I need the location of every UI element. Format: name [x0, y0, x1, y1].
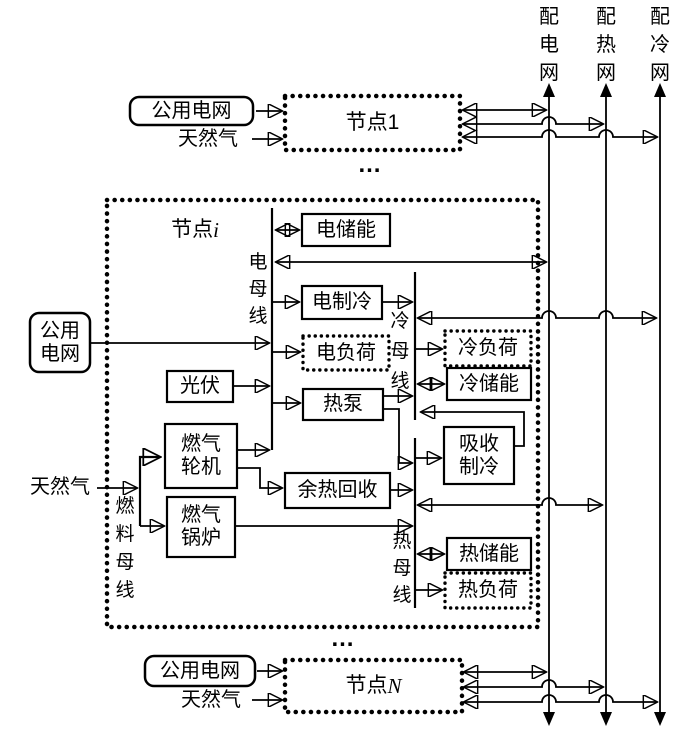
node-i-graphics — [28, 197, 656, 630]
heat-pump-heat-out — [383, 408, 412, 463]
gas-boiler-text: 燃气锅炉 — [181, 504, 221, 549]
heat-bus-grid-exchange — [418, 497, 602, 505]
electric-load-box — [301, 334, 391, 372]
cooling-load-label: 冷负荷 — [458, 337, 518, 359]
electric-bus-label: 电母线 — [248, 252, 268, 327]
heat-grid-label: 配热网 — [596, 6, 616, 84]
cooling-bus-label: 冷母线 — [390, 311, 410, 392]
gas-turbine-box — [163, 422, 239, 490]
node-i-title-var: i — [213, 217, 219, 242]
heat-pump-box — [301, 387, 385, 422]
cooling-grid-down-arrow — [654, 712, 666, 726]
gas-boiler-box — [165, 495, 237, 559]
fuel-bus-line — [138, 457, 160, 526]
node-N-gas-source-label: 天然气 — [181, 688, 241, 711]
gas-boiler-label: 燃气锅炉 — [167, 497, 235, 557]
electric-storage-box — [300, 212, 392, 248]
electric-load-label: 电负荷 — [316, 341, 376, 364]
absorption-chiller-out — [421, 412, 525, 447]
cooling-storage-label: 冷储能 — [459, 372, 519, 395]
cooling-bus-grid-exchange — [418, 310, 656, 318]
absorption-chiller-label: 吸收制冷 — [444, 427, 514, 484]
heat-load-label: 热负荷 — [458, 579, 518, 601]
cooling-grid-up-arrow — [654, 83, 666, 97]
pv-label: 光伏 — [180, 375, 220, 397]
waste-heat-recovery-label: 余热回收 — [297, 479, 378, 501]
heat-storage-label: 热储能 — [459, 542, 519, 565]
cooling-storage-box — [445, 366, 533, 402]
node-1-title: 节点1 — [345, 110, 400, 134]
node-1-gas-source-label: 天然气 — [178, 127, 238, 150]
gas-turbine-text: 燃气轮机 — [181, 433, 221, 478]
ellipsis-top: … — [357, 151, 383, 179]
node-1-box — [282, 93, 463, 153]
gas-turbine-waste-heat-out — [237, 467, 282, 488]
node-N-title-prefix: 节点 — [345, 673, 388, 697]
node-1-heat-exchange — [463, 116, 603, 124]
node-N-grid-source-label: 公用电网 — [160, 659, 240, 682]
node-N-grid-source-box — [143, 654, 257, 688]
power-grid-down-arrow — [543, 712, 555, 726]
node-i-gas-source-label: 天然气 — [30, 475, 90, 498]
electric-storage-label: 电储能 — [316, 218, 376, 241]
node-i-grid-source-text: 公用电网 — [40, 319, 80, 365]
node-N-graphics — [143, 654, 657, 715]
power-grid-up-arrow — [543, 83, 555, 97]
node-1-cooling-exchange — [463, 129, 657, 137]
node-1-grid-source-label: 公用电网 — [151, 99, 232, 122]
node-i-title-prefix: 节点 — [171, 217, 214, 241]
node-N-cooling-exchange — [464, 694, 657, 702]
node-N-heat-exchange — [464, 679, 603, 687]
node-N-box — [282, 657, 465, 715]
ellipsis-bottom: … — [330, 625, 356, 653]
electric-chiller-label: 电制冷 — [312, 291, 372, 313]
node-i-grid-source-label: 公用电网 — [30, 313, 90, 372]
fuel-bus-label: 燃料母线 — [115, 496, 135, 601]
distribution-network-lines — [543, 83, 666, 726]
node-1-grid-source-box — [128, 95, 255, 127]
cooling-grid-label: 配冷网 — [650, 6, 670, 84]
heat-bus-label: 热母线 — [392, 531, 412, 606]
heat-grid-up-arrow — [600, 83, 612, 97]
heat-grid-down-arrow — [600, 712, 612, 726]
node-1-graphics — [128, 93, 657, 153]
cooling-load-box — [443, 329, 533, 368]
node-N-title-var: N — [387, 673, 402, 698]
heat-storage-box — [445, 536, 533, 572]
gas-turbine-label: 燃气轮机 — [165, 424, 237, 488]
heat-pump-label: 热泵 — [323, 393, 363, 415]
absorption-chiller-box — [442, 425, 516, 486]
heat-load-box — [443, 571, 533, 610]
node-i-box — [104, 197, 541, 630]
power-grid-label: 配电网 — [539, 6, 559, 84]
absorption-chiller-text: 吸收制冷 — [459, 432, 499, 478]
